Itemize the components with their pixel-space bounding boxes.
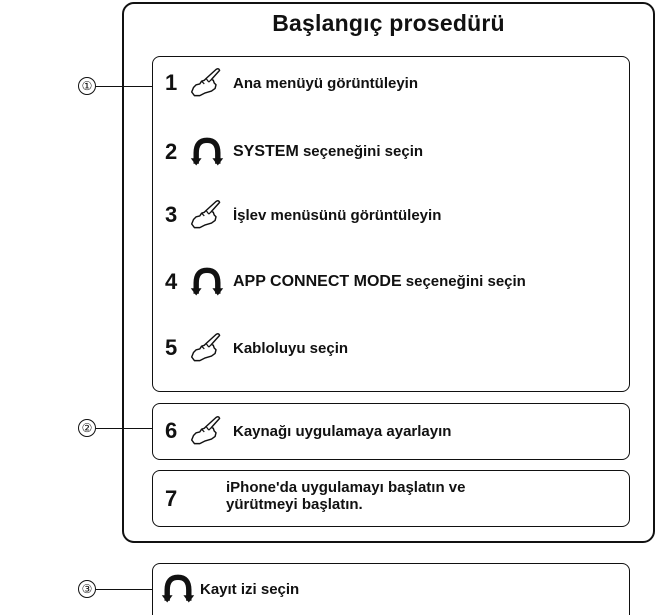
step-number: 3: [165, 202, 178, 227]
callout-leader: [96, 85, 152, 87]
tap-finger-icon: [187, 331, 227, 365]
callout-number: ③: [78, 580, 96, 598]
callout-1: ①: [78, 77, 152, 95]
rotate-knob-icon: [158, 572, 198, 606]
steps-group-3: [152, 563, 630, 615]
tap-finger-icon: [187, 66, 227, 100]
step-7: 7: [165, 482, 187, 516]
step-number: 7: [165, 486, 178, 511]
step-7-line-2: yürütmeyi başlatın.: [226, 496, 363, 513]
step-label: Kayıt izi seçin: [200, 580, 300, 598]
rotate-knob-icon: [187, 265, 227, 299]
callout-number: ②: [78, 419, 96, 437]
tap-finger-icon: [187, 414, 227, 448]
step-6: 6 Kaynağı uygulamaya ayarlayın: [165, 414, 451, 448]
step-number: 6: [165, 418, 178, 443]
step-label: SYSTEM seçeneğini seçin: [233, 143, 423, 161]
step-3: 3 İşlev menüsünü görüntüleyin: [165, 198, 441, 232]
callout-3: ③: [78, 580, 152, 598]
step-2: 2 SYSTEM seçeneğini seçin: [165, 135, 423, 169]
step-4: 4 APP CONNECT MODE seçeneğini seçin: [165, 265, 526, 299]
step-label: Kabloluyu seçin: [233, 339, 349, 357]
callout-leader: [96, 427, 152, 429]
step-label: Ana menüyü görüntüleyin: [233, 74, 419, 92]
rotate-knob-icon: [187, 135, 227, 169]
steps-group-7: [152, 470, 630, 527]
step-number: 5: [165, 335, 178, 360]
steps-group-1: [152, 56, 630, 392]
step-7-line-1: iPhone'da uygulamayı başlatın ve: [226, 479, 466, 496]
step-label: Kaynağı uygulamaya ayarlayın: [233, 422, 452, 440]
step-label: APP CONNECT MODE seçeneğini seçin: [233, 273, 526, 291]
tap-finger-icon: [187, 198, 227, 232]
step-1: 1 Ana menüyü görüntüleyin: [165, 66, 418, 100]
callout-number: ①: [78, 77, 96, 95]
step-7-text: iPhone'da uygulamayı başlatın ve yürütme…: [226, 479, 465, 513]
callout-leader: [96, 588, 152, 590]
step-track-select: Kayıt izi seçin: [158, 572, 299, 606]
procedure-frame: [122, 2, 655, 543]
step-label-strong: APP CONNECT MODE: [233, 273, 402, 290]
page-title: Başlangıç prosedürü: [272, 10, 505, 36]
step-number: 2: [165, 139, 178, 164]
step-5: 5 Kabloluyu seçin: [165, 331, 348, 365]
callout-2: ②: [78, 419, 152, 437]
step-label: İşlev menüsünü görüntüleyin: [233, 206, 442, 224]
step-number: 4: [165, 269, 178, 294]
step-label-strong: SYSTEM: [233, 143, 299, 160]
steps-group-2: [152, 403, 630, 460]
step-label-rest: seçeneğini seçin: [298, 143, 424, 160]
step-number: 1: [165, 70, 178, 95]
step-label-rest: seçeneğini seçin: [401, 273, 526, 290]
